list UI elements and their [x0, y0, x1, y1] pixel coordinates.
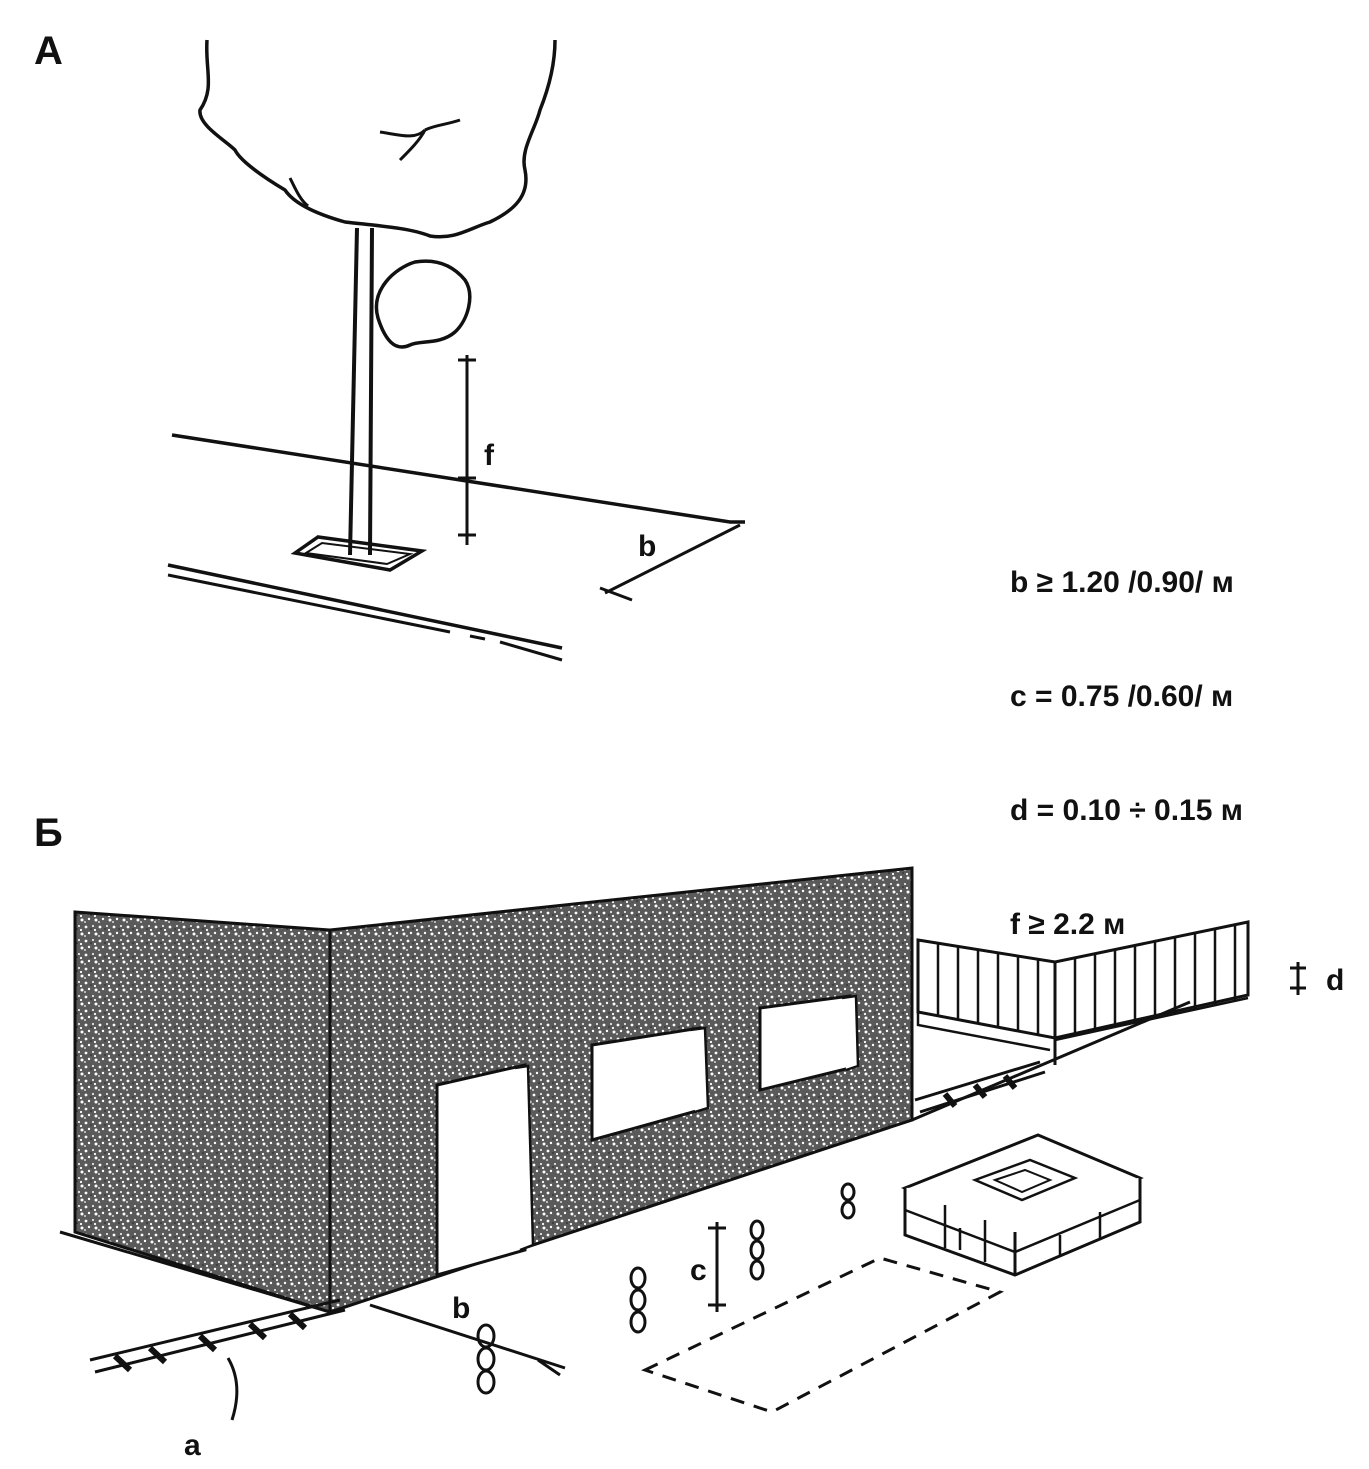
dim-b-label-top: b — [638, 530, 656, 563]
panel-a-illustration — [167, 39, 745, 662]
legend-line-b: b ≥ 1.20 /0.90/ м — [1010, 566, 1234, 599]
sidewalk-back-edge — [171, 433, 745, 524]
bollards — [476, 1182, 856, 1395]
dim-c-line — [708, 1222, 726, 1312]
dim-b-line — [599, 523, 741, 602]
tree-grate — [290, 535, 428, 572]
tree-crown — [198, 39, 557, 239]
panel-a-label: А — [34, 29, 63, 73]
dim-b-bottom-line — [369, 1303, 566, 1377]
tree-trunk — [348, 227, 374, 556]
building-left-wall — [73, 910, 332, 1315]
dim-f-label: f — [484, 439, 495, 472]
ground-line-left — [59, 1230, 331, 1314]
curb-line-2 — [167, 573, 563, 662]
panel-b-illustration — [59, 866, 1306, 1421]
dim-f-line — [458, 355, 476, 545]
dimension-legend: b ≥ 1.20 /0.90/ м c = 0.75 /0.60/ м d = … — [1010, 488, 1243, 982]
dim-d-line — [1290, 962, 1306, 995]
dim-b-label-bottom: b — [452, 1292, 470, 1325]
dashed-area-outline — [640, 1256, 1005, 1414]
dim-c-label: c — [690, 1254, 707, 1287]
planter-block — [900, 1133, 1144, 1277]
dim-d-label: d — [1326, 964, 1344, 997]
building-door — [435, 1063, 527, 1277]
legend-line-f: f ≥ 2.2 м — [1010, 908, 1126, 941]
dim-a-label: a — [184, 1429, 201, 1462]
legend-line-c: c = 0.75 /0.60/ м — [1010, 680, 1234, 713]
curb-stripes-left — [89, 1298, 346, 1374]
dim-a-leader — [226, 1357, 239, 1421]
tree-branch — [379, 118, 461, 162]
overhanging-branch — [374, 259, 472, 349]
fence — [916, 920, 1250, 1065]
curb-line — [167, 563, 563, 650]
tree-branch-small — [288, 177, 309, 208]
legend-line-d: d = 0.10 ÷ 0.15 м — [1010, 794, 1243, 827]
panel-b-label: Б — [34, 811, 63, 855]
